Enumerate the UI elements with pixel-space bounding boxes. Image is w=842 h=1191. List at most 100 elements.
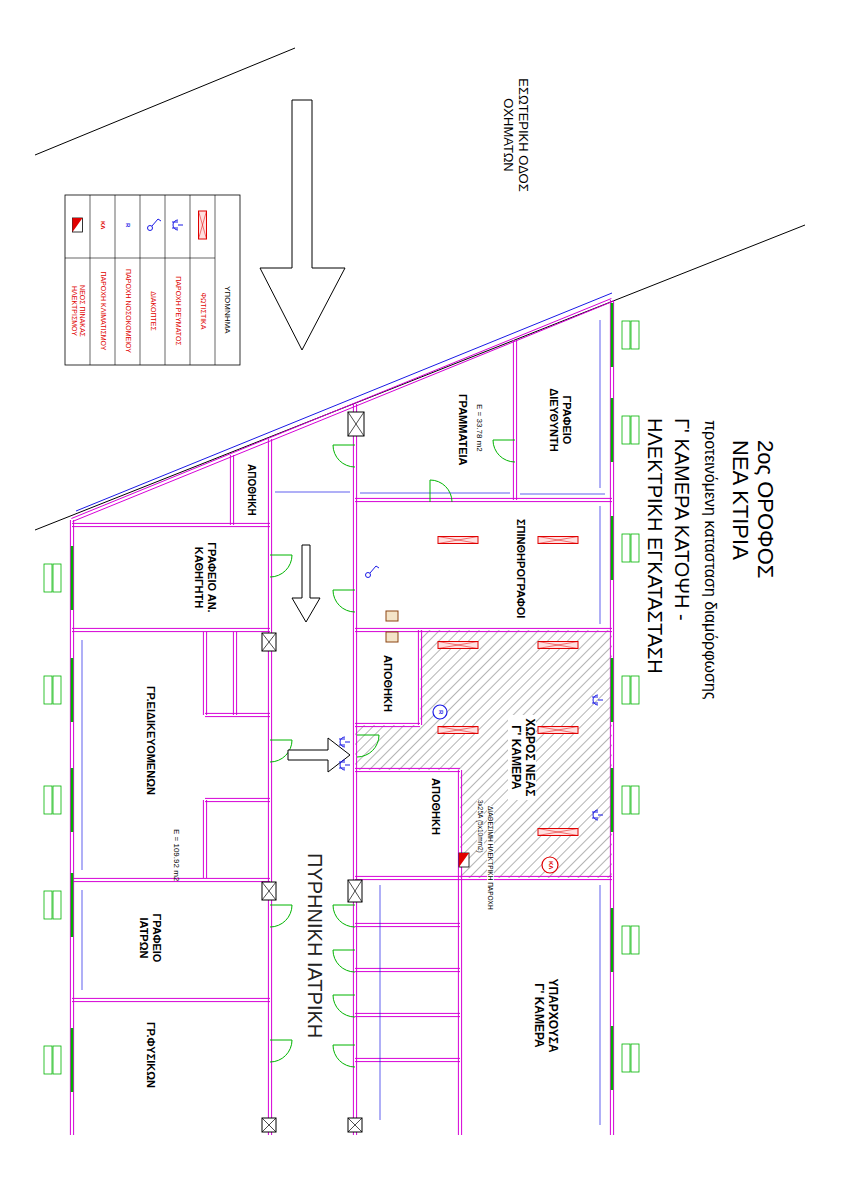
window-tag	[53, 564, 61, 592]
door-swing	[270, 555, 292, 577]
socket-symbol	[592, 695, 603, 705]
plan-label: προτεινόμενη κατασταση διαμόρφωσης	[701, 420, 719, 700]
text-holder: ΑΠΟΘΗΚΗ	[381, 655, 394, 712]
dimension-line	[380, 885, 381, 1120]
dimension-line	[520, 494, 605, 495]
shaft-box	[348, 1118, 362, 1132]
dimension-line	[600, 506, 601, 624]
panel-symbol	[73, 218, 83, 232]
legend-grid	[140, 195, 141, 365]
window-tag	[53, 891, 61, 919]
room-label: ΓΡΑΜΜΑΤΕΙΑ	[456, 394, 469, 466]
wall-line	[355, 1061, 460, 1062]
text-holder: ΣΠΙΝΘΗΡΟΓΡΑΦΟΙ	[514, 519, 527, 618]
wall-line	[233, 455, 234, 525]
text-holder: ΗΛΕΚΤΡΙΚΗ ΕΓΚΑΤΑΣΤΑΣΗ	[643, 418, 666, 674]
wall-line	[205, 716, 270, 717]
text-holder: ΓΡΑΦΕΙΟ ΑΝ. ΚΑΘΗΓΗΤΗ	[192, 530, 217, 625]
shaft-box	[348, 880, 362, 902]
door-swing	[333, 905, 355, 927]
light-cross	[538, 829, 578, 836]
plan-geometry	[35, 48, 805, 1135]
dimension-line	[360, 493, 510, 494]
drawing-title: 2ος ΟΡΟΦΟΣ ΝΕΑ ΚΤΙΡΙΑ	[727, 440, 778, 590]
window-line	[611, 908, 614, 972]
room: ΓΡ.ΕΙΔΙΚΕΥΟΜΕΝΩΝΕ = 109.92 m2	[72, 632, 270, 878]
wall-line	[203, 632, 204, 715]
plan-label: 3x25A (5x10mm2)	[476, 800, 483, 853]
window-tag	[631, 676, 639, 704]
wall-line	[355, 876, 612, 877]
outlet-circle	[433, 705, 447, 719]
window-tag	[631, 786, 639, 814]
room: ΑΠΟΘΗΚΗ	[357, 632, 418, 723]
wall-line	[72, 878, 270, 879]
window-tag	[622, 1044, 630, 1072]
window-line	[611, 1026, 614, 1090]
panel-fill	[73, 218, 83, 232]
window-tag	[631, 1044, 639, 1072]
legend-text: ΦΩΤΙΣΤΙΚΑ	[198, 261, 206, 361]
legend-text: ΠΑΡΟΧΗ ΡΕΥΜΑΤΟΣ	[173, 261, 181, 361]
plan-label: ΗΛΕΚΤΡΙΚΗ ΕΓΚΑΤΑΣΤΑΣΗ	[643, 418, 666, 674]
wall-line	[355, 1058, 460, 1059]
dimension-line	[600, 320, 601, 488]
door-swing	[357, 735, 379, 757]
direction-arrow	[288, 738, 350, 772]
wall-line	[355, 968, 460, 969]
plan-label: Γ' ΚΑΜΕΡΑ ΚΑΤΟΨΗ -	[670, 418, 693, 621]
outlet-circle	[542, 857, 558, 873]
window-line	[71, 873, 74, 937]
light-fixture	[538, 727, 578, 734]
shaft-box	[262, 1118, 276, 1132]
plan-label: ΔΙΑΘΕΣΙΜΗ ΗΛΕΚΤΡΙΚΗ ΠΑΡΟΧΗ	[486, 806, 493, 910]
legend-grid	[65, 258, 215, 259]
legend-text: ΠΑΡΟΧΗ ΝΟΣΟΚΟΜΕΙΟΥ	[123, 261, 131, 361]
room: ΓΡΑΦΕΙΟ ΑΝ. ΚΑΘΗΓΗΤΗ	[72, 525, 270, 630]
shaft-cross	[262, 633, 276, 651]
plan-label: R	[437, 710, 444, 714]
dimension-line	[600, 885, 601, 1125]
outlet-box	[386, 632, 398, 642]
light-cross	[538, 642, 578, 649]
plan-label: ΕΣΩΤΕΡΙΚΗ ΟΔΟΣ ΟΧΗΜΑΤΩΝ	[500, 70, 530, 200]
wall-line	[418, 630, 419, 725]
light-fixture	[438, 727, 478, 734]
door-swing	[270, 1040, 292, 1062]
socket-symbol	[172, 220, 183, 230]
wall-line	[206, 632, 207, 715]
socket-symbol	[339, 737, 350, 747]
door-swing	[333, 590, 355, 612]
light-cross	[438, 642, 478, 649]
room-label: Ε = 33.78 m2	[474, 404, 483, 452]
wall-line	[233, 632, 234, 715]
wall-line	[353, 404, 354, 1135]
wall-line	[513, 340, 514, 500]
wall-line	[230, 455, 231, 525]
text-holder: 3x25A (5x10mm2)	[476, 800, 483, 853]
site-line	[35, 48, 295, 155]
dimension-line	[82, 640, 83, 870]
panel-symbol	[459, 853, 469, 867]
legend-light-sample	[199, 211, 207, 239]
window-tag	[631, 321, 639, 349]
text-holder: 2ος ΟΡΟΦΟΣ ΝΕΑ ΚΤΙΡΙΑ	[727, 440, 778, 590]
light-cross	[538, 727, 578, 734]
room-label: ΧΩΡΟΣ ΝΕΑΣ Γ' ΚΑΜΕΡΑ	[508, 715, 536, 800]
text-holder: ΑΠΟΘΗΚΗ	[429, 778, 442, 835]
door-swing	[333, 1045, 355, 1067]
wall-line	[458, 878, 459, 1135]
room: ΓΡΑΦΕΙΟ ΙΑΤΡΩΝ	[72, 882, 270, 998]
room: ΧΩΡΟΣ ΝΕΑΣ Γ' ΚΑΜΕΡΑ	[422, 632, 608, 873]
window-line	[71, 768, 74, 832]
text-holder: ΑΠΟΘΗΚΗ	[246, 464, 258, 516]
wall-line	[355, 771, 460, 772]
wall-line	[355, 723, 420, 724]
window-line	[611, 768, 614, 832]
plan-label: ΠΥΡΗΝΙΚΗ ΙΑΤΡΙΚΗ	[303, 853, 326, 1038]
wall-line	[355, 879, 612, 880]
window-line	[71, 546, 74, 610]
window-tag	[53, 786, 61, 814]
wall-line	[203, 800, 204, 878]
